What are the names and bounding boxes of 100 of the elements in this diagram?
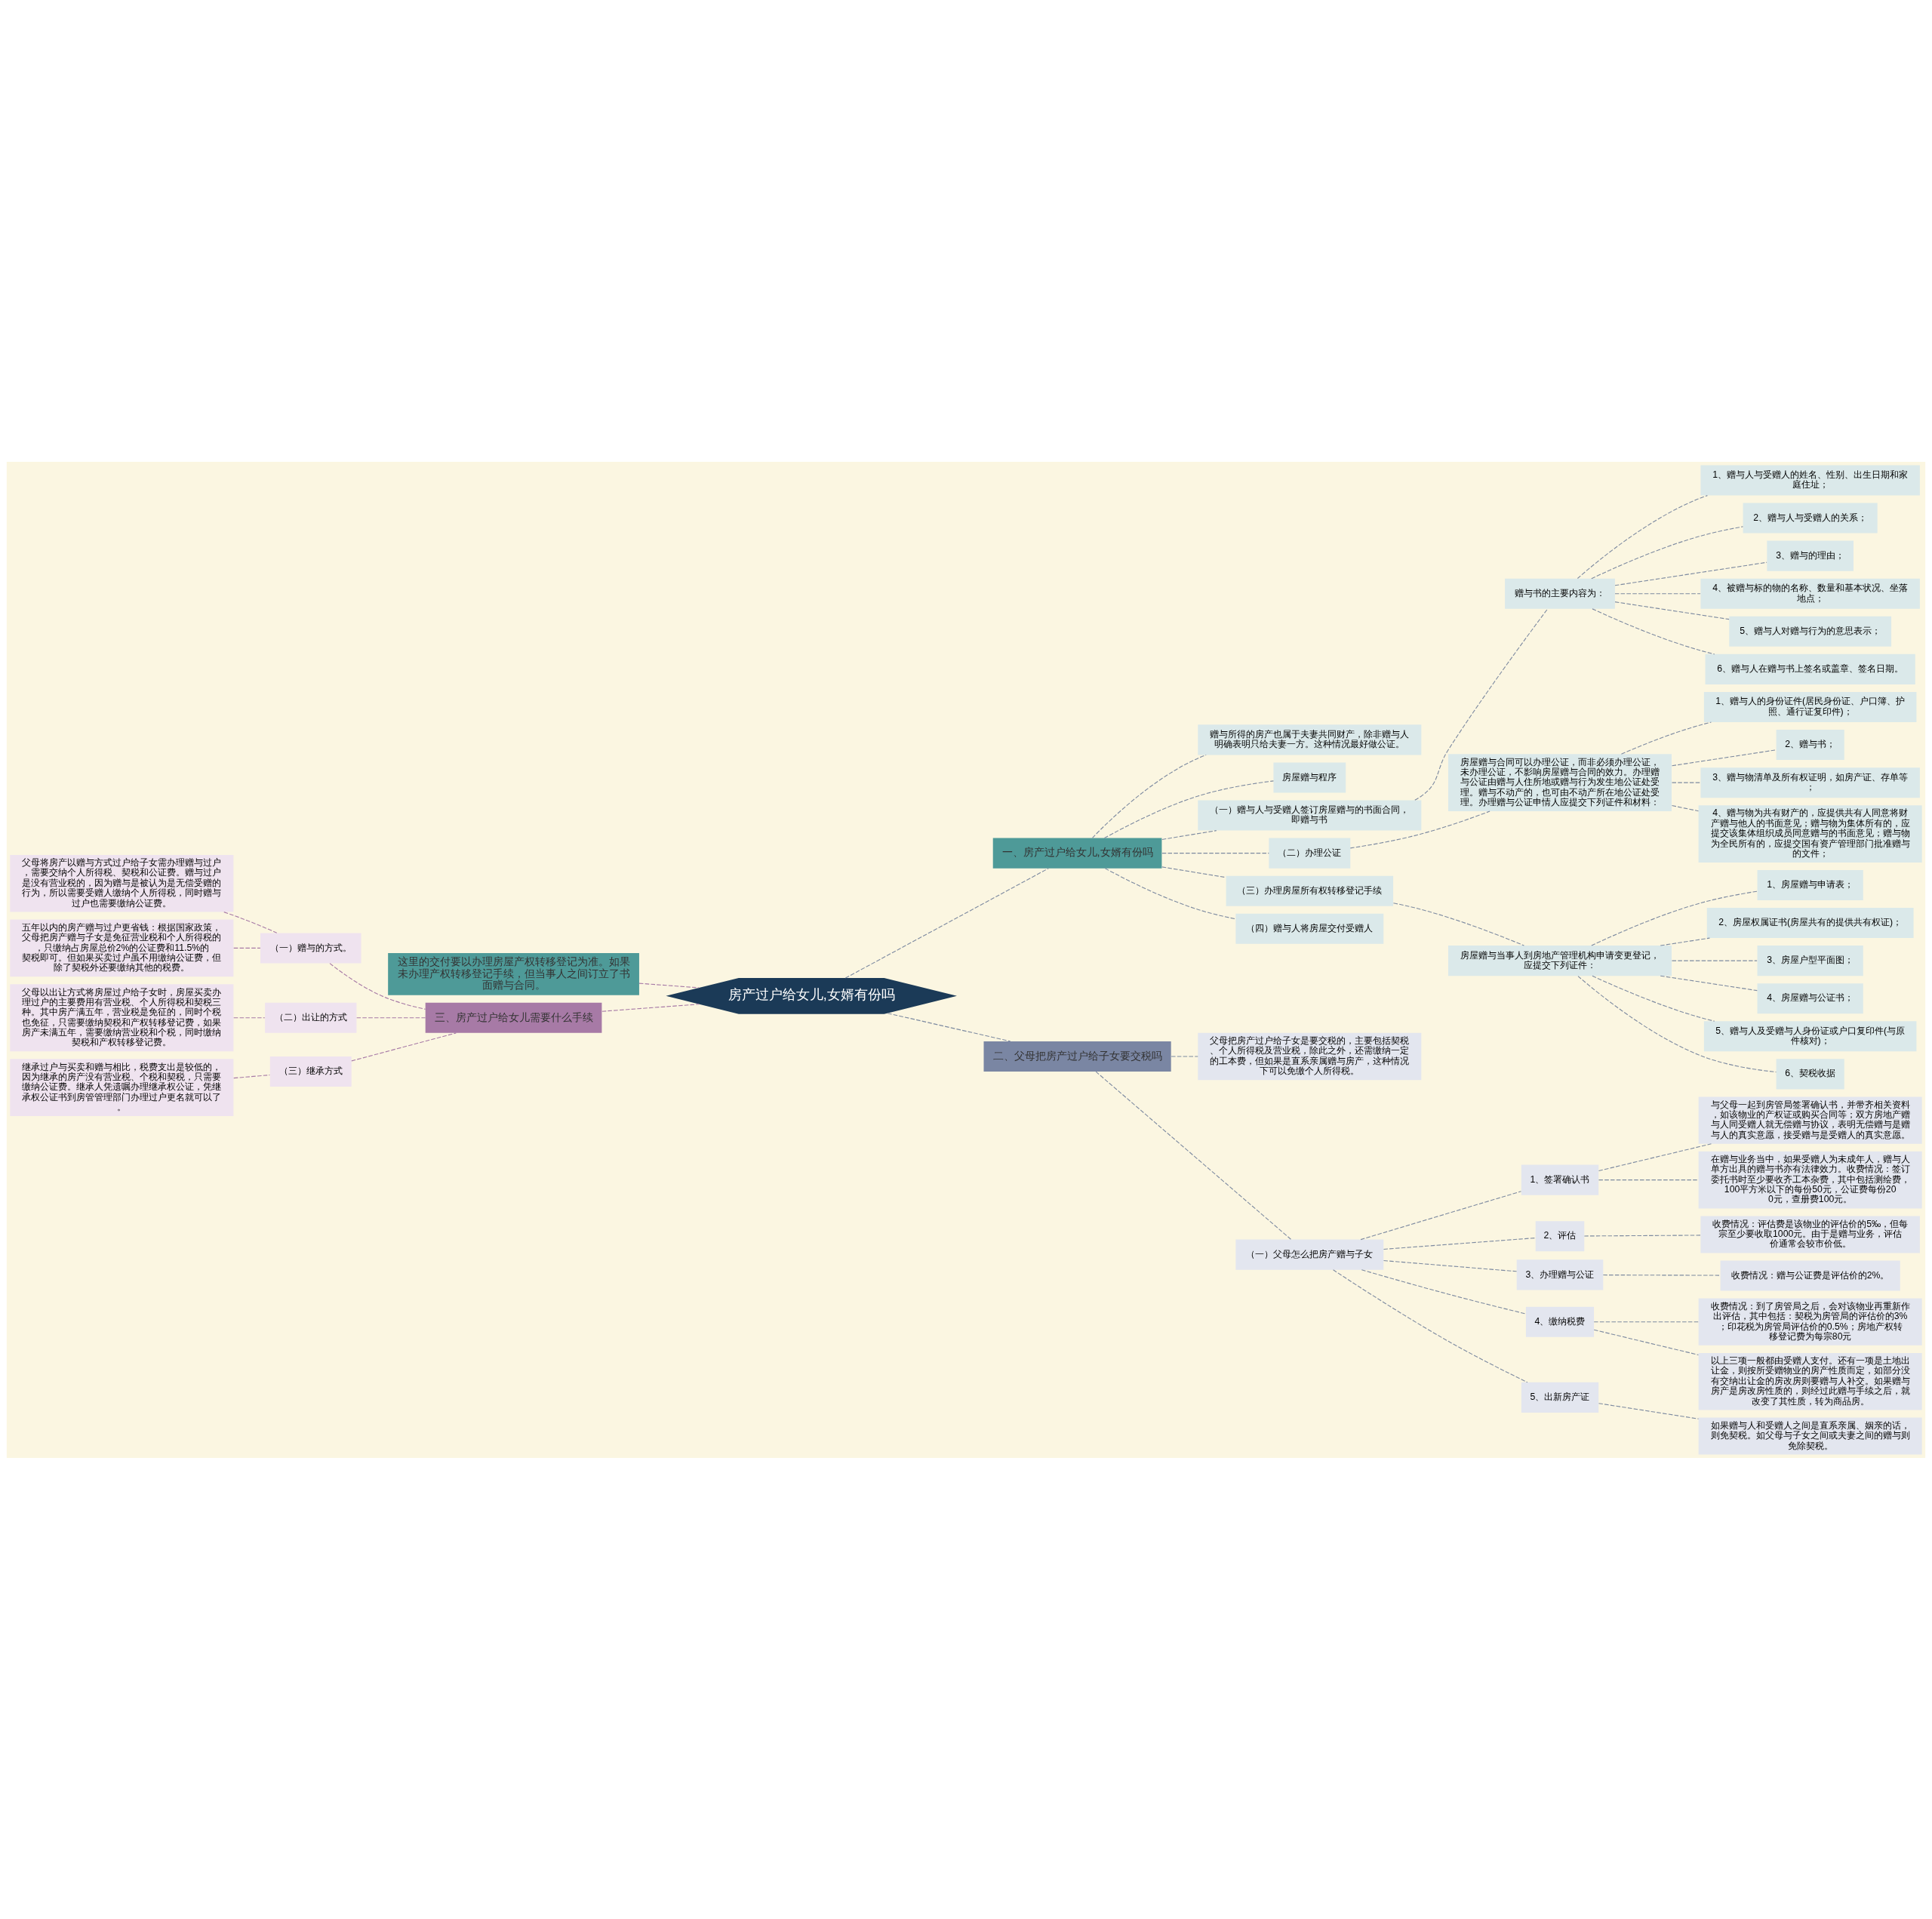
node-box: 收费情况：评估费是该物业的评估价的5‰，但每宗至少要收取1000元。由于是赠与业务，评估价通常会较市价低。 — [1700, 1215, 1920, 1253]
node-box: 1、签署确认书 — [1521, 1164, 1599, 1195]
node-box: 房屋赠与合同可以办理公证，而非必须办理公证，未办理公证，不影响房屋赠与合同的效力。办理赠与公证由赠与人住所地或赠与行为发生地公证处受理。赠与不动产的，也可由不动产所在地公证处受理。办理赠与公证申情人应提交下列证件和材料： — [1447, 753, 1672, 811]
connector — [1660, 937, 1710, 946]
connector — [1593, 1329, 1699, 1355]
node-box: 房屋赠与当事人到房地产管理机构申请变更登记，应提交下列证件： — [1447, 945, 1672, 976]
connector — [1392, 902, 1524, 946]
connector — [887, 1012, 1011, 1041]
connector — [329, 962, 426, 1010]
node-box: 5、赠与人对赠与行为的意思表示； — [1729, 616, 1892, 647]
node-box: 2、房屋权属证书(房屋共有的提供共有权证)； — [1706, 907, 1914, 938]
node-box: 3、赠与物清单及所有权证明，如房产证、存单等； — [1700, 767, 1920, 798]
node-box: 4、房屋赠与公证书； — [1757, 983, 1863, 1013]
node-box: 赠与所得的房产也属于夫妻共同财产，除非赠与人明确表明只给夫妻一方。这种情况最好做公证。 — [1198, 724, 1422, 755]
connector — [1104, 867, 1236, 919]
node-box: 二、父母把房产过户给子女要交税吗 — [983, 1041, 1171, 1072]
connector — [1361, 1269, 1527, 1315]
node-box: 收费情况：到了房管局之后，会对该物业再重新作出评估，其中包括：契税为房管局的评估价的3%；印花税为房管局评估价的0.5%；房地产权转移登记费为每宗80元 — [1698, 1298, 1922, 1345]
connector — [1593, 1321, 1699, 1322]
node-box: 1、赠与人与受赠人的姓名、性别、出生日期和家庭住址； — [1700, 464, 1920, 495]
connector — [1577, 494, 1708, 579]
node-box: 5、出新房产证 — [1521, 1382, 1599, 1413]
connector — [1602, 1274, 1721, 1276]
node-box: 3、房屋户型平面图； — [1757, 945, 1863, 976]
connector — [601, 1003, 700, 1012]
connector — [1598, 1179, 1700, 1180]
node-box: （二）出让的方式 — [265, 1002, 357, 1033]
connector — [1592, 975, 1715, 1022]
node-box: 与父母一起到房管局签署确认书，并带齐相关资料，如该物业的产权证或购买合同等；双方房地产赠与人同受赠人就无偿赠与协议，表明无偿赠与是赠与人的真实意愿，接受赠与是受赠人的真实意愿。 — [1698, 1096, 1922, 1144]
connector — [233, 1074, 270, 1078]
node-box: 一、房产过户给女儿,女婿有份吗 — [992, 838, 1162, 869]
node-box: 继承过户与买卖和赠与相比，税费支出是较低的，因为继承的房产没有营业税、个税和契税，只需要缴纳公证费。继承人凭遗嘱办理继承权公证，凭继承权公证书到房管管理部门办理过户更名就可以了。 — [10, 1058, 234, 1116]
connector — [1591, 525, 1743, 579]
connector — [1383, 1237, 1537, 1250]
node-box: （三）办理房屋所有权转移登记手续 — [1226, 875, 1394, 906]
connector — [1614, 592, 1701, 594]
node-box: 父母将房产以赠与方式过户给子女需办理赠与过户，需要交纳个人所得税、契税和公证费。赠与过户是没有营业税的，因为赠与是被认为是无偿受赠的行为，所以需要受赠人缴纳个人所得税，同时赠与过户也需要缴纳公证费。 — [10, 854, 234, 912]
connector — [1620, 721, 1712, 755]
node-box: 三、房产过户给女儿需要什么手续 — [425, 1002, 602, 1033]
connector — [1671, 782, 1701, 783]
node-box: （二）办理公证 — [1269, 838, 1351, 869]
connector — [1360, 1190, 1521, 1240]
connector — [1161, 852, 1269, 853]
node-box: 2、赠与书； — [1776, 729, 1844, 760]
connector — [1095, 1071, 1292, 1240]
connector — [233, 1016, 266, 1018]
connector — [1671, 749, 1777, 766]
connector — [1591, 890, 1758, 946]
node-box: 收费情况：赠与公证费是评估价的2%。 — [1720, 1259, 1900, 1290]
node-box: 2、赠与人与受赠人的关系； — [1743, 503, 1878, 534]
node-box: （一）赠与的方式。 — [260, 932, 361, 963]
node-box: 6、赠与人在赠与书上签名或盖章、签名日期。 — [1705, 654, 1915, 684]
node-box: 4、缴纳税费 — [1525, 1306, 1595, 1337]
connector — [1103, 780, 1274, 838]
node-box: 如果赠与人和受赠人之间是直系亲属、姻亲的话，则免契税。如父母与子女之间或夫妻之间的赠与则免除契税。 — [1698, 1417, 1922, 1455]
node-box: 房屋赠与程序 — [1273, 761, 1346, 792]
node-box: 在赠与业务当中，如果受赠人为未成年人，赠与人单方出具的赠与书亦有法律效力。收费情况：签订委托书时至少要收齐工本杂费，其中包括测绘费，100平方米以下的每份50元，公证费每份200元，查册费100元。 — [1698, 1151, 1922, 1208]
node-box: 3、办理赠与公证 — [1516, 1259, 1604, 1290]
connector — [1091, 754, 1207, 838]
node-box: （一）父母怎么把房产赠与子女 — [1235, 1239, 1384, 1270]
connector — [1660, 975, 1758, 991]
node-box: 1、赠与人的身份证件(居民身份证、户口簿、护照、通行证复印件)； — [1703, 691, 1917, 722]
node-box: 1、房屋赠与申请表； — [1757, 869, 1863, 900]
node-box: 3、赠与的理由； — [1767, 540, 1854, 571]
connector — [233, 947, 261, 949]
connector — [1671, 960, 1758, 961]
node-box: 2、评估 — [1535, 1220, 1585, 1251]
connector — [1583, 1234, 1701, 1236]
connector — [1614, 601, 1730, 620]
connector — [1598, 1142, 1712, 1171]
connector — [356, 1016, 426, 1018]
node-box: 4、被赠与标的物的名称、数量和基本状况、坐落地点； — [1700, 578, 1920, 609]
connector — [1161, 866, 1226, 878]
node-box: 这里的交付要以办理房屋产权转移登记为准。如果未办理产权转移登记手续，但当事人之间订立了书面赠与合同。 — [388, 952, 639, 995]
node-box: 父母把房产过户给子女是要交税的，主要包括契税、个人所得税及营业税，除此之外，还需缴纳一定的工本费，但如果是直系亲属赠与房产，这种情况下可以免缴个人所得税。 — [1198, 1032, 1422, 1080]
connector — [638, 983, 700, 988]
connector — [1414, 607, 1549, 801]
node-box: 父母以出让方式将房屋过户给子女时，房屋买卖办理过户的主要费用有营业税、个人所得税和契税三种。其中房产满五年，营业税是免征的，同时个税也免征，只需要缴纳契税和产权转移登记费，如果房产未满五年，需要缴纳营业税和个税，同时缴纳契税和产权转移登记费。 — [10, 983, 234, 1051]
connector — [1333, 1269, 1528, 1382]
connector — [223, 911, 278, 933]
connector — [1614, 561, 1767, 586]
connector — [351, 1032, 457, 1061]
node-box: 6、契税收据 — [1776, 1058, 1844, 1089]
node-box: 五年以内的房产赠与过户更省钱：根据国家政策，父母把房产赠与子女是免征营业税和个人所得税的，只缴纳占房屋总价2%的公证费和11.5%的契税即可。但如果买卖过户虽不用缴纳公证费，但除了契税外还要缴纳其他的税费。 — [10, 919, 234, 976]
node-box: 5、赠与人及受赠与人身份证或户口复印件(与原件核对)； — [1703, 1020, 1917, 1051]
node-box: （四）赠与人将房屋交付受赠人 — [1235, 913, 1384, 944]
connector — [1349, 810, 1491, 848]
node-box: 4、赠与物为共有财产的，应提供共有人同意将财产赠与他人的书面意见；赠与物为集体所有的，应提交该集体组织成员同意赠与的书面意见；赠与物为全民所有的，应提交国有资产管理部门批准赠与的文件； — [1698, 804, 1922, 863]
connector — [1383, 1259, 1518, 1272]
connector — [1671, 804, 1700, 811]
node-box: （三）继承方式 — [269, 1056, 352, 1087]
connector — [1598, 1402, 1700, 1419]
connector — [1171, 1055, 1198, 1057]
node-box: 赠与书的主要内容为： — [1505, 578, 1615, 609]
connector — [844, 867, 1049, 979]
connector — [1592, 607, 1715, 654]
connector — [1161, 829, 1217, 840]
connector — [1577, 975, 1777, 1072]
node-box: 以上三项一般都由受赠人支付。还有一项是土地出让金，则按所受赠物业的房产性质而定，如部分没有交纳出让金的房改房则要赠与人补交。如果赠与房产是房改房性质的，则经过此赠与手续之后，就改变了其性质，转为商品房。 — [1698, 1352, 1922, 1410]
node-box: （一）赠与人与受赠人签订房屋赠与的书面合同，即赠与书 — [1198, 800, 1422, 831]
